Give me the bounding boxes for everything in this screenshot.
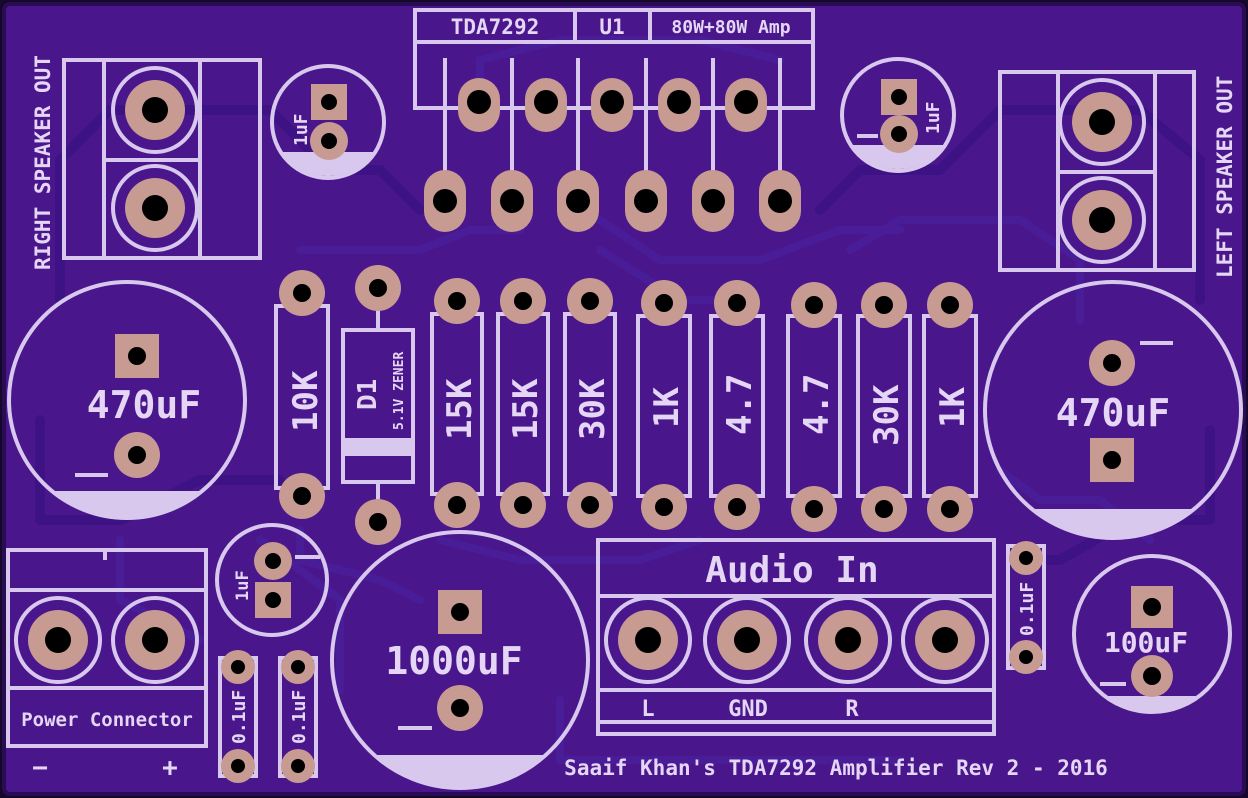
ic-part-label: TDA7292 [451, 15, 540, 39]
cap-1uf-top-left[interactable] [270, 64, 386, 180]
cap-1uf-bottom-label: 1uF [233, 570, 253, 601]
resistor-r5[interactable] [636, 280, 692, 530]
audio-pin-l-label: L [641, 697, 654, 722]
resistor-r7-label: 4.7 [797, 374, 837, 435]
cap-470uf-left[interactable] [7, 280, 247, 520]
cap-470uf-right-label: 470uF [1056, 391, 1170, 435]
board-credit: Saaif Khan's TDA7292 Amplifier Rev 2 - 2… [564, 756, 1108, 780]
cap-01uf-c-label: 0.1uF [1017, 582, 1038, 636]
resistor-r9[interactable] [922, 282, 978, 532]
resistor-r5-label: 1K [647, 387, 687, 428]
left-speaker-terminal[interactable] [998, 70, 1196, 272]
diode-value-label: 5.1V ZENER [392, 352, 407, 430]
audio-pin-r-label: R [845, 697, 859, 722]
power-plus-label: + [162, 753, 178, 783]
resistor-r1-label: 10K [286, 370, 326, 432]
cap-01uf-b[interactable] [278, 650, 318, 783]
cap-1uf-top-left-label: 1uF [291, 113, 312, 146]
resistor-r2[interactable] [430, 278, 484, 528]
cap-1uf-top-right[interactable] [840, 57, 956, 173]
cap-1000uf-label: 1000uF [385, 639, 522, 683]
resistor-r6[interactable] [709, 280, 765, 530]
resistor-r6-label: 4.7 [720, 374, 760, 435]
ic-desc-label: 80W+80W Amp [671, 17, 790, 38]
cap-100uf[interactable] [1072, 554, 1232, 714]
resistor-r3-label: 15K [506, 378, 546, 440]
resistor-r4[interactable] [563, 278, 617, 528]
resistor-r2-label: 15K [440, 378, 480, 440]
resistor-r7[interactable] [786, 282, 842, 532]
power-connector[interactable] [6, 548, 208, 748]
audio-in-label: Audio In [705, 550, 878, 591]
power-minus-label: − [32, 753, 48, 783]
audio-in-connector[interactable] [596, 538, 996, 736]
resistor-r8[interactable] [856, 282, 912, 532]
cap-1uf-top-right-label: 1uF [923, 101, 944, 134]
cap-01uf-a[interactable] [218, 650, 258, 783]
zener-diode-d1[interactable] [341, 265, 415, 545]
diode-ref-label: D1 [353, 379, 383, 410]
cap-01uf-a-label: 0.1uF [229, 690, 250, 744]
cap-470uf-right[interactable] [983, 280, 1243, 540]
resistor-r3[interactable] [496, 278, 550, 528]
resistor-r8-label: 30K [867, 384, 907, 446]
audio-pin-gnd-label: GND [728, 697, 768, 722]
cap-1uf-bottom[interactable] [215, 523, 329, 637]
cap-1000uf[interactable] [330, 530, 590, 790]
power-connector-label: Power Connector [21, 709, 193, 731]
tda7292-ic[interactable] [413, 8, 815, 232]
cap-01uf-c[interactable] [1006, 541, 1046, 674]
left-speaker-label: LEFT SPEAKER OUT [1213, 76, 1237, 278]
ic-ref-label: U1 [599, 15, 624, 39]
cap-470uf-left-label: 470uF [87, 383, 201, 427]
resistor-r1[interactable] [274, 270, 330, 519]
right-speaker-terminal[interactable] [62, 58, 262, 260]
resistor-r9-label: 1K [933, 387, 973, 428]
cap-01uf-b-label: 0.1uF [289, 690, 310, 744]
cap-100uf-label: 100uF [1104, 626, 1188, 659]
right-speaker-label: RIGHT SPEAKER OUT [31, 55, 55, 270]
resistor-r4-label: 30K [573, 378, 613, 440]
